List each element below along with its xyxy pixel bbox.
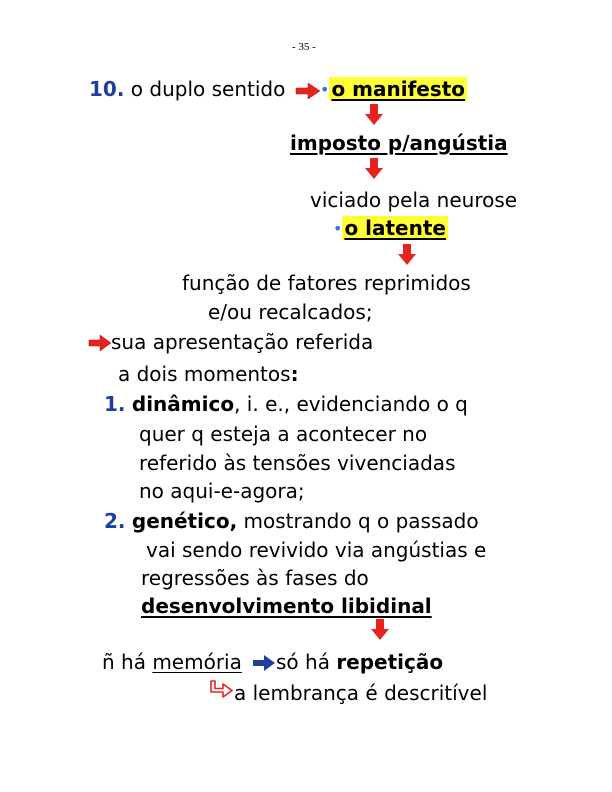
bullet-dot-icon: • (333, 219, 343, 238)
down-arrow-icon (398, 244, 416, 265)
presentation-line-1: sua apresentação referida (111, 330, 374, 354)
right-arrow-icon (295, 82, 321, 100)
colon: : (290, 362, 299, 386)
libidinal-development: desenvolvimento libidinal (141, 594, 432, 618)
item-number: 10. (89, 77, 125, 101)
latent-label: •o latente (333, 216, 448, 241)
moment-2-text: mostrando q o passado (237, 509, 479, 533)
vitiated-by-neurosis: viciado pela neurose (310, 188, 518, 212)
right-arrow-icon (88, 334, 112, 352)
bent-arrow-icon (210, 680, 233, 698)
no-memory-line: ñ há memória (102, 650, 242, 674)
manifest-highlight: o manifesto (329, 77, 468, 101)
manifest-label: •o manifesto (320, 77, 468, 102)
down-arrow-icon (371, 619, 389, 640)
moment-1-text: , i. e., evidenciando o q (234, 392, 468, 416)
latent-highlight: o latente (342, 216, 448, 240)
moment-2-line-1: 2. genético, mostrando q o passado (104, 509, 479, 533)
item-10-line: 10. o duplo sentido (89, 77, 285, 101)
two-moments-text: a dois momentos (118, 362, 291, 386)
down-arrow-icon (365, 158, 383, 179)
right-arrow-icon (253, 655, 275, 671)
presentation-line-2: a dois momentos: (118, 362, 299, 386)
function-line-2: e/ou recalcados; (208, 300, 373, 324)
moment-1-line-1: 1. dinâmico, i. e., evidenciando o q (104, 392, 468, 416)
moment-2-line-2: vai sendo revivido via angústias e (146, 538, 487, 562)
only-prefix: só há (276, 650, 337, 674)
function-line-1: função de fatores reprimidos (182, 271, 471, 295)
repetition-word: repetição (336, 650, 444, 674)
moment-2-line-3: regressões às fases do (141, 566, 369, 590)
imposed-by-anguish: imposto p/angústia (290, 131, 508, 155)
remembrance-line: a lembrança é descritível (234, 681, 488, 705)
moment-1-line-2: quer q esteja a acontecer no (139, 422, 428, 446)
moment-1-line-4: no aqui-e-agora; (139, 479, 305, 503)
memory-word: memória (152, 650, 242, 674)
moment-1-number: 1. (104, 392, 126, 416)
page-number: - 35 - (292, 41, 316, 53)
down-arrow-icon (365, 104, 383, 125)
moment-2-number: 2. (104, 509, 126, 533)
bullet-dot-icon: • (320, 80, 330, 99)
moment-1-term: dinâmico (131, 392, 235, 416)
moment-1-line-3: referido às tensões vivenciadas (139, 451, 456, 475)
no-memory-prefix: ñ há (102, 650, 153, 674)
moment-2-term: genético, (131, 509, 238, 533)
double-sense-text: o duplo sentido (130, 77, 286, 101)
only-repetition-line: só há repetição (276, 650, 443, 674)
